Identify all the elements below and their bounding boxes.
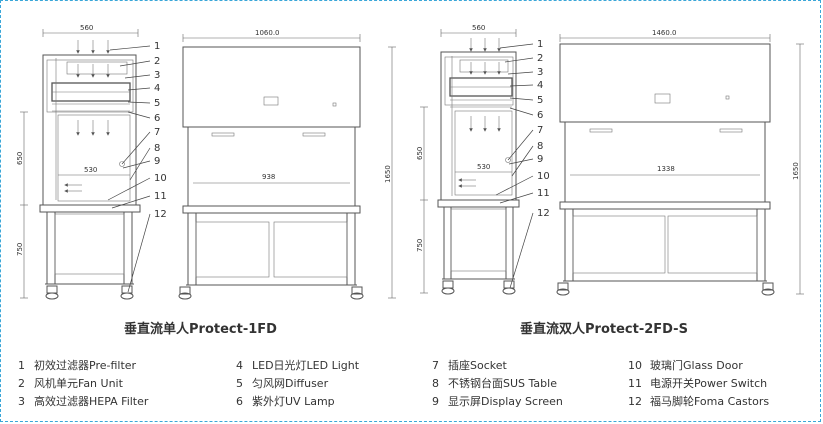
- callout: 5: [537, 95, 543, 106]
- left-front-width-dim: 1060.0: [255, 29, 280, 37]
- callout: 7: [537, 125, 543, 136]
- left-side-inner-dim: 530: [84, 166, 97, 174]
- callout: 2: [537, 53, 543, 64]
- right-side-inner-dim: 530: [477, 163, 490, 171]
- callout: 4: [154, 83, 160, 94]
- left-side-lower-height: 750: [16, 243, 24, 256]
- callout: 6: [537, 110, 543, 121]
- callout: 4: [537, 80, 543, 91]
- callout: 12: [154, 209, 167, 220]
- right-side-view: 560 530 650: [416, 24, 550, 295]
- model-title-single: 垂直流单人Protect-1FD: [124, 322, 277, 337]
- callout: 8: [154, 143, 160, 154]
- callout: 12: [537, 208, 550, 219]
- right-front-view: 1460.0 1338 1650: [556, 29, 804, 296]
- left-side-view: 560 530: [16, 24, 167, 300]
- callout: 9: [154, 156, 160, 167]
- callout: 6: [154, 113, 160, 124]
- callout: 10: [537, 171, 550, 182]
- callout: 3: [154, 70, 160, 81]
- left-front-inner-dim: 938: [262, 173, 275, 181]
- model-title-double: 垂直流双人Protect-2FD-S: [520, 322, 688, 337]
- callout: 3: [537, 67, 543, 78]
- callout: 11: [154, 191, 167, 202]
- callout: 10: [154, 173, 167, 184]
- callout: 11: [537, 188, 550, 199]
- callout: 1: [537, 39, 543, 50]
- right-front-width-dim: 1460.0: [652, 29, 677, 37]
- callout: 7: [154, 127, 160, 138]
- callout: 5: [154, 98, 160, 109]
- left-side-upper-height: 650: [16, 152, 24, 165]
- right-front-inner-dim: 1338: [657, 165, 675, 173]
- left-side-width-dim: 560: [80, 24, 93, 32]
- left-front-view: 1060.0 938 1650: [178, 29, 396, 300]
- callout: 2: [154, 56, 160, 67]
- left-front-height-dim: 1650: [384, 165, 392, 183]
- right-side-lower-height: 750: [416, 239, 424, 252]
- right-front-height-dim: 1650: [792, 162, 800, 180]
- callout: 1: [154, 41, 160, 52]
- right-side-width-dim: 560: [472, 24, 485, 32]
- callout: 9: [537, 154, 543, 165]
- callout: 8: [537, 141, 543, 152]
- right-side-upper-height: 650: [416, 147, 424, 160]
